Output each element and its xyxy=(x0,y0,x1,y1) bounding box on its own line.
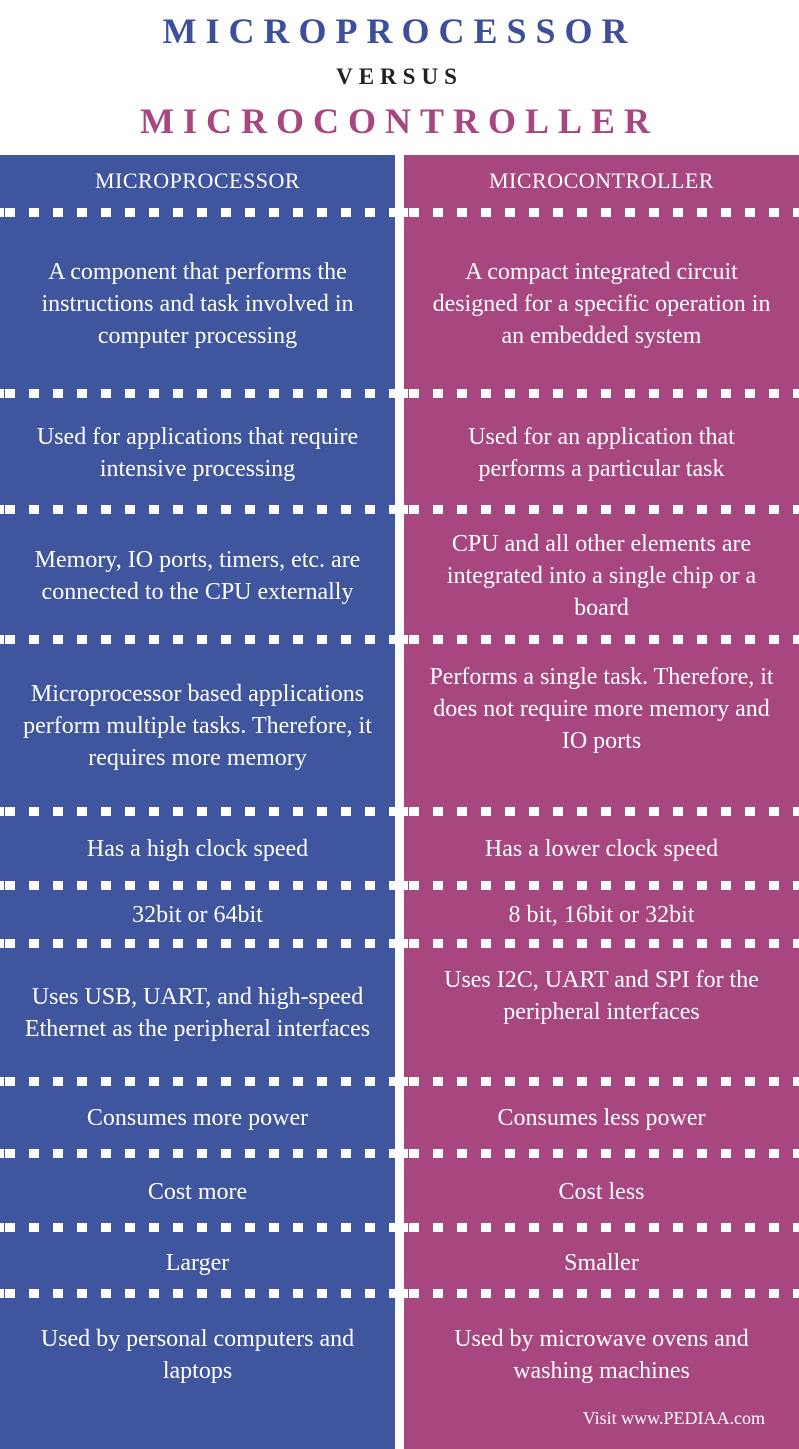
comparison-row: Smaller xyxy=(564,1250,639,1276)
microcontroller-column: MICROCONTROLLER A compact integrated cir… xyxy=(404,155,799,1449)
comparison-row: Uses USB, UART, and high-speed Ethernet … xyxy=(24,983,371,1042)
comparison-row: Used by personal computers and laptops xyxy=(40,1326,355,1384)
row-divider xyxy=(0,939,395,948)
column-header-microcontroller: MICROCONTROLLER xyxy=(488,168,715,193)
row-divider xyxy=(0,807,395,816)
row-divider xyxy=(404,1223,799,1232)
row-divider xyxy=(0,208,395,217)
row-divider xyxy=(404,208,799,217)
comparison-row: A component that performs the instructio… xyxy=(41,259,354,349)
comparison-row: Microprocessor based applications perfor… xyxy=(23,681,372,771)
row-divider xyxy=(0,1077,395,1086)
row-divider xyxy=(404,389,799,398)
row-divider xyxy=(404,807,799,816)
row-divider xyxy=(404,939,799,948)
comparison-row: Memory, IO ports, timers, etc. are conne… xyxy=(34,546,361,605)
title-microcontroller: MICROCONTROLLER xyxy=(139,101,660,141)
comparison-row: Has a lower clock speed xyxy=(484,836,719,862)
row-divider xyxy=(404,635,799,644)
comparison-row: CPU and all other elements are integrate… xyxy=(446,530,757,621)
row-divider xyxy=(404,1289,799,1298)
title-microprocessor: MICROPROCESSOR xyxy=(162,11,637,51)
row-divider xyxy=(0,881,395,890)
row-divider xyxy=(404,505,799,514)
microprocessor-column: MICROPROCESSOR A component that performs… xyxy=(0,155,395,1449)
comparison-row: Cost more xyxy=(147,1179,248,1205)
website-credit: Visit www.PEDIAA.com xyxy=(582,1408,765,1428)
row-divider xyxy=(0,1223,395,1232)
column-header-microprocessor: MICROPROCESSOR xyxy=(94,168,301,193)
row-divider xyxy=(0,505,395,514)
comparison-row: A compact integrated circuit designed fo… xyxy=(432,259,771,349)
comparison-row: Used by microwave ovens and washing mach… xyxy=(454,1326,749,1384)
row-divider xyxy=(0,1149,395,1158)
title-block: MICROPROCESSOR VERSUS MICROCONTROLLER xyxy=(0,0,799,155)
row-divider xyxy=(0,635,395,644)
comparison-row: Has a high clock speed xyxy=(86,836,309,862)
comparison-row: Used for an application that performs a … xyxy=(468,424,735,482)
row-divider xyxy=(0,389,395,398)
row-divider xyxy=(404,1149,799,1158)
comparison-row: 32bit or 64bit xyxy=(132,902,263,928)
comparison-row: Cost less xyxy=(558,1179,645,1205)
row-divider xyxy=(404,881,799,890)
comparison-row: Uses I2C, UART and SPI for the periphera… xyxy=(444,966,759,1025)
row-divider xyxy=(404,1077,799,1086)
row-divider xyxy=(0,1289,395,1298)
comparison-row: 8 bit, 16bit or 32bit xyxy=(508,902,695,928)
comparison-row: Consumes less power xyxy=(497,1105,706,1131)
comparison-row: Performs a single task. Therefore, it do… xyxy=(429,664,774,754)
title-versus: VERSUS xyxy=(336,64,463,89)
comparison-row: Larger xyxy=(165,1250,230,1276)
comparison-row: Used for applications that require inten… xyxy=(36,424,359,482)
comparison-row: Consumes more power xyxy=(86,1105,309,1131)
